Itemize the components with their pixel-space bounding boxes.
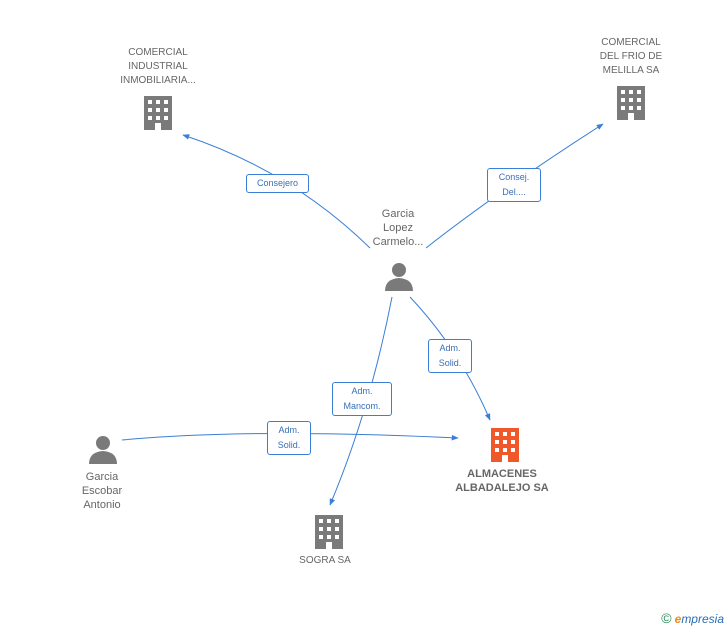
building-icon[interactable] (315, 515, 343, 549)
empresia-logo: ©empresia (661, 610, 724, 626)
company-label-comercial-industrial[interactable]: COMERCIAL INDUSTRIAL INMOBILIARIA... (120, 47, 196, 86)
person-icon[interactable] (89, 436, 117, 464)
edge-label-consej-del[interactable]: Consej. Del.... (487, 168, 541, 202)
company-label-comercial-frio[interactable]: COMERCIAL DEL FRIO DE MELILLA SA (599, 37, 663, 76)
person-icon[interactable] (385, 263, 413, 291)
building-icon[interactable] (491, 428, 519, 462)
brand-e: e (674, 612, 682, 626)
edge-label-consejero[interactable]: Consejero (246, 174, 309, 193)
company-label-almacenes[interactable]: ALMACENES ALBADALEJO SA (455, 468, 549, 494)
edge-label-adm-solid-2[interactable]: Adm. Solid. (267, 421, 311, 455)
building-icon[interactable] (144, 96, 172, 130)
edge-label-adm-mancom[interactable]: Adm. Mancom. (332, 382, 392, 416)
copyright-symbol: © (661, 610, 672, 626)
building-icon[interactable] (617, 86, 645, 120)
person-label-garcia-lopez[interactable]: Garcia Lopez Carmelo... (372, 208, 424, 248)
edge-label-adm-solid-1[interactable]: Adm. Solid. (428, 339, 472, 373)
person-label-garcia-escobar[interactable]: Garcia Escobar Antonio (81, 471, 123, 511)
company-label-sogra[interactable]: SOGRA SA (299, 555, 351, 566)
brand-rest: mpresia (681, 612, 724, 626)
